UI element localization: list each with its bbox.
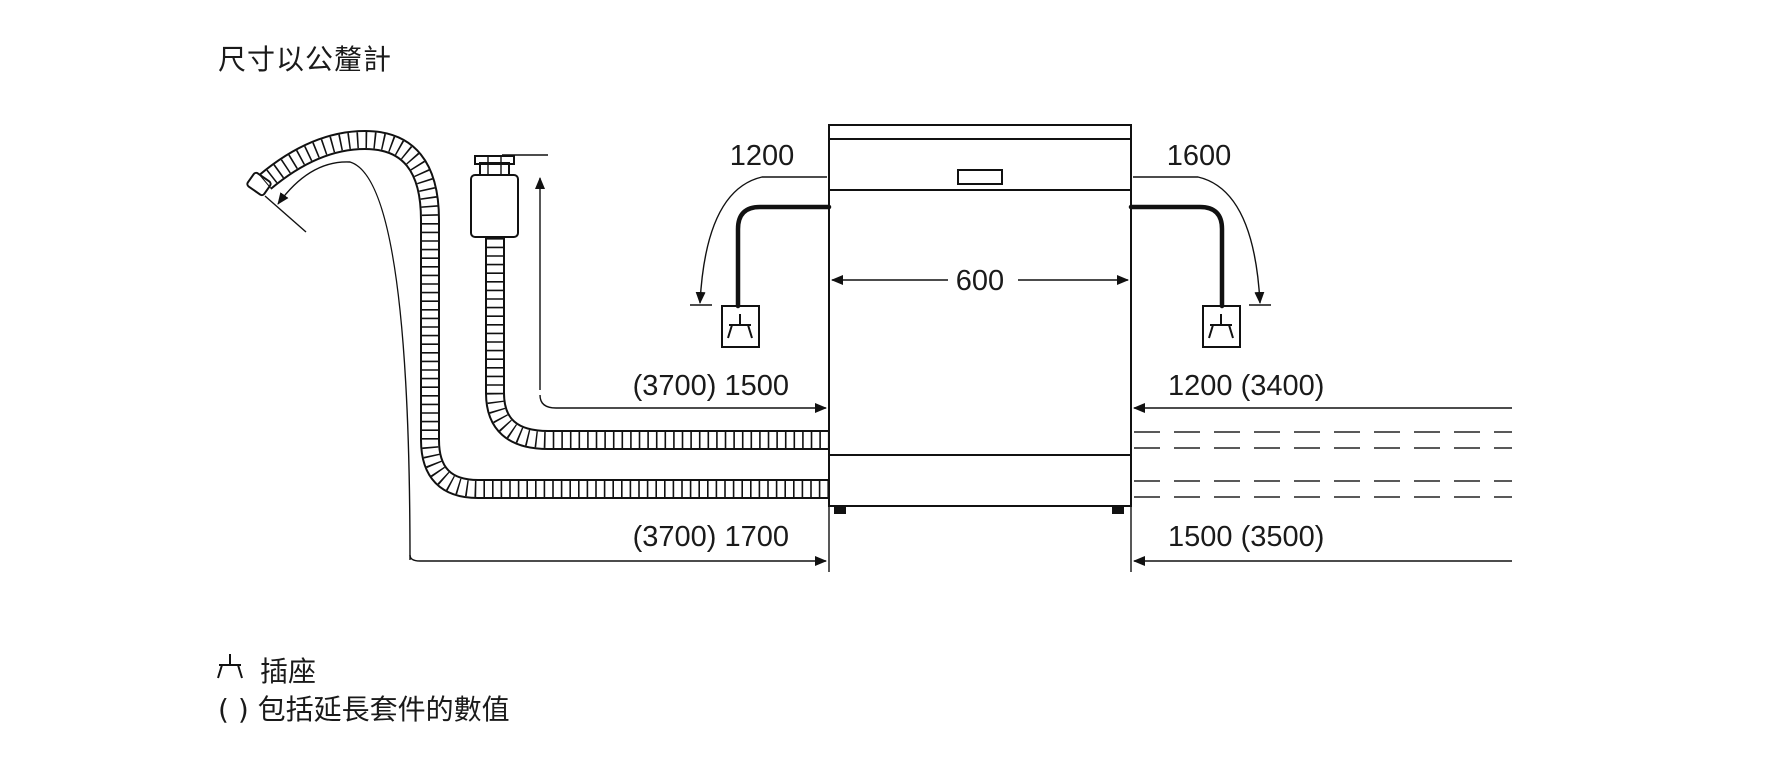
control-panel-icon — [957, 169, 1003, 185]
diagram-title: 尺寸以公釐計 — [218, 43, 393, 76]
foot-right-icon — [1112, 506, 1124, 514]
power-cord-left-icon — [735, 204, 832, 309]
water-hose-length-label: (3700) 1500 — [633, 370, 789, 402]
drain-hose-right-label: 1500 (3500) — [1168, 521, 1324, 553]
legend-note: ( ) 包括延長套件的數值 — [218, 688, 510, 728]
dishwasher-icon — [828, 124, 1132, 514]
water-hose-right-dimension: 1200 (3400) — [1133, 370, 1512, 413]
legend-note-symbol: ( ) — [218, 693, 249, 726]
drain-hose-right-dimension: 1500 (3500) — [1133, 521, 1512, 566]
power-cord-right-dimension: 1600 — [1133, 140, 1271, 306]
aquastop-valve-icon — [470, 155, 519, 238]
power-cord-right-label: 1600 — [1167, 140, 1232, 172]
water-hose-right-label: 1200 (3400) — [1168, 370, 1324, 402]
foot-left-icon — [834, 506, 846, 514]
water-hose-length-dimension: (3700) 1500 — [539, 370, 827, 413]
drain-hose-length-dimension: (3700) 1700 — [409, 521, 827, 566]
width-dimension: 600 — [831, 265, 1129, 297]
socket-legend-icon — [217, 654, 243, 679]
socket-icon — [721, 305, 760, 348]
power-cord-left-dimension: 1200 — [690, 140, 827, 306]
socket-icon — [1202, 305, 1241, 348]
water-inlet-hose-icon — [485, 238, 829, 450]
legend-socket-label: 插座 — [260, 655, 317, 688]
legend-note-label: 包括延長套件的數值 — [257, 693, 510, 726]
hose-continuation-lines — [1134, 431, 1512, 498]
power-cord-left-label: 1200 — [730, 140, 795, 172]
power-cord-right-icon — [1128, 204, 1225, 309]
legend-socket: 插座 — [218, 650, 316, 690]
width-label: 600 — [956, 265, 1004, 297]
drain-hose-length-label: (3700) 1700 — [633, 521, 789, 553]
drain-hose-icon — [246, 129, 829, 499]
